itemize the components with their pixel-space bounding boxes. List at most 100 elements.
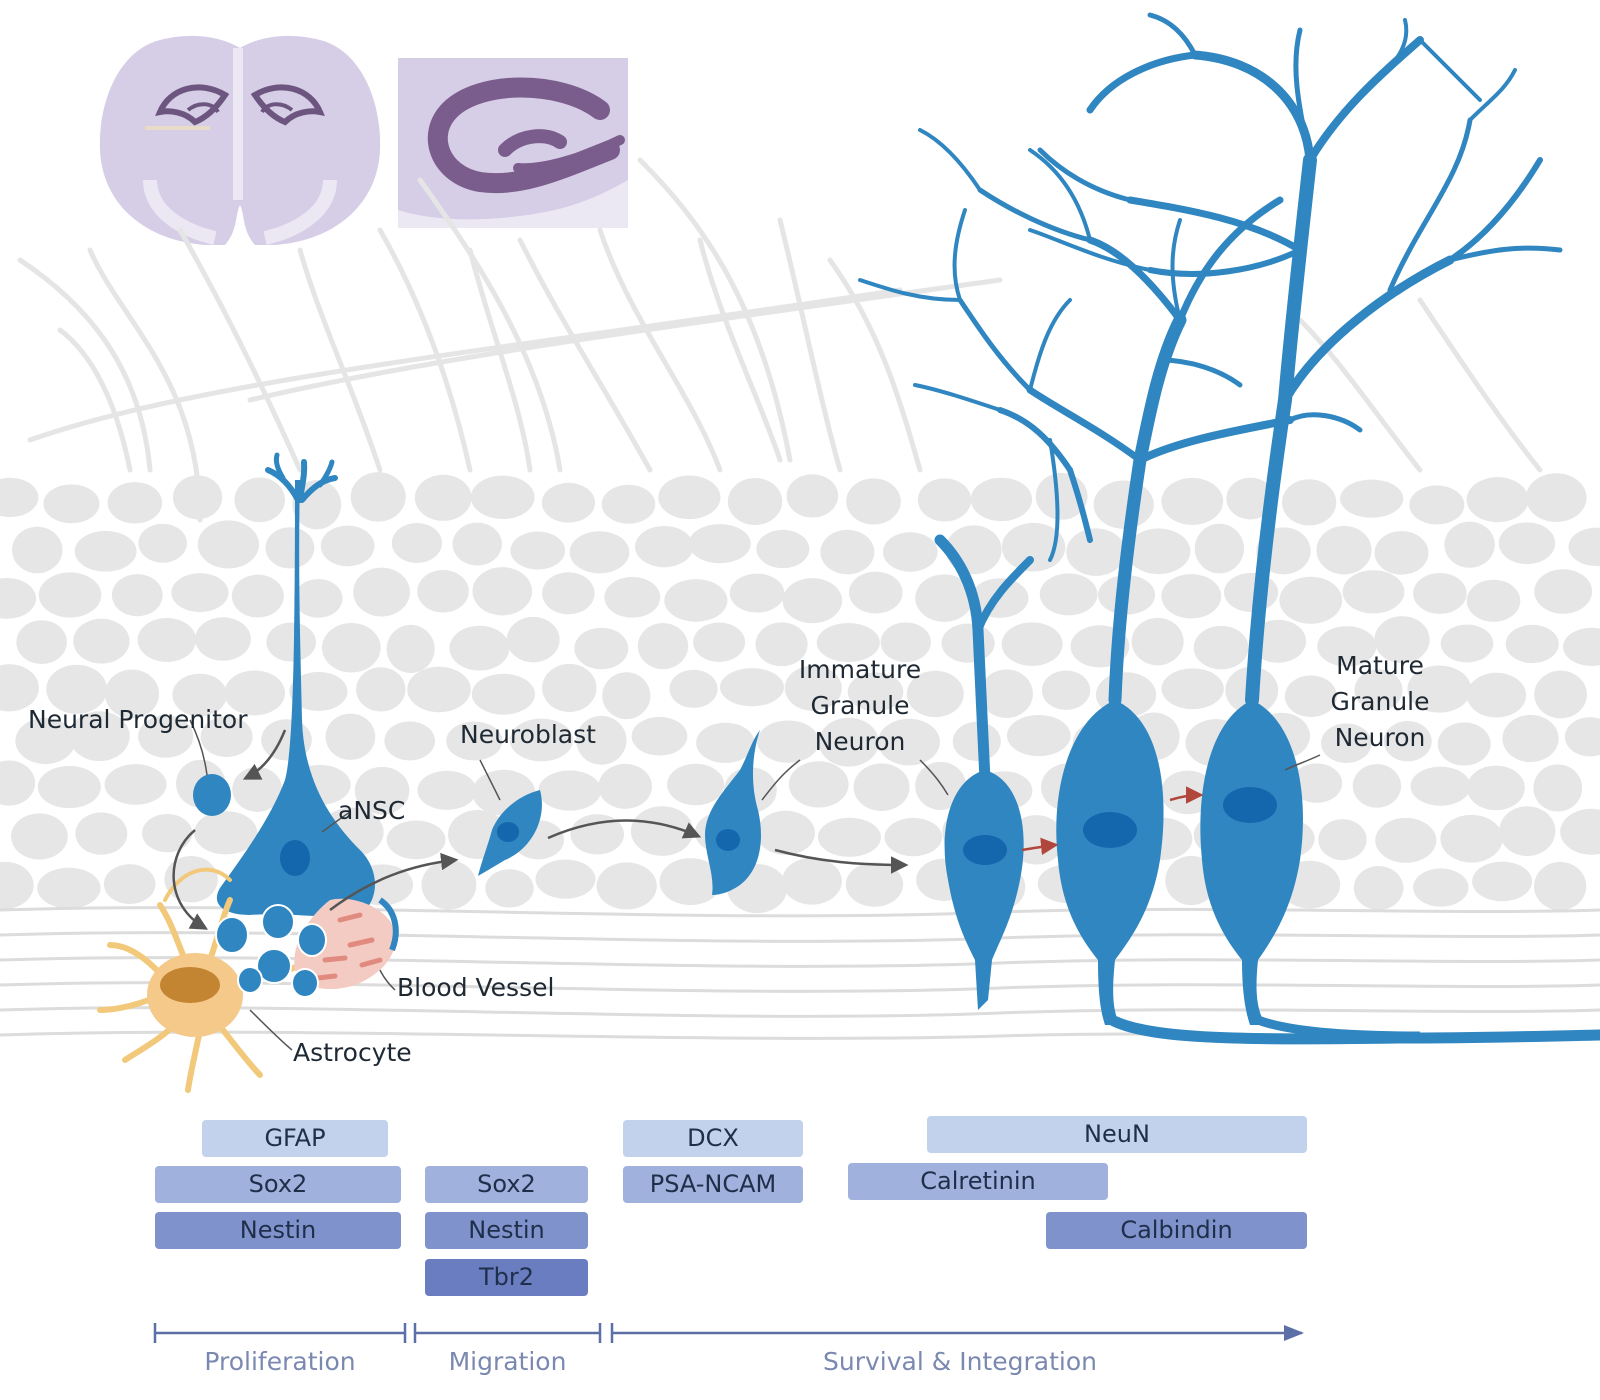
granule-cell <box>354 766 410 815</box>
granule-cell <box>1224 572 1279 612</box>
granule-cell <box>1126 528 1191 575</box>
granule-cell <box>350 472 406 522</box>
granule-cell <box>224 670 286 716</box>
maturation-arrows <box>1021 786 1204 856</box>
granule-cell <box>820 529 875 575</box>
granule-cell <box>696 722 755 764</box>
granule-cell <box>69 711 130 762</box>
granule-cell <box>970 477 1033 522</box>
granule-cell <box>1193 625 1249 670</box>
granule-cell <box>688 524 751 564</box>
granule-cell <box>1498 522 1556 565</box>
granule-cell <box>980 669 1033 718</box>
granule-cell <box>37 867 101 909</box>
granule-cell <box>604 576 661 618</box>
background-dendrites <box>17 157 1543 523</box>
granule-cell <box>294 579 343 618</box>
phase-migration: Migration <box>448 1347 567 1376</box>
granule-cell <box>1342 570 1405 614</box>
granule-cell <box>506 616 560 663</box>
granule-cell <box>1317 626 1377 667</box>
granule-cell <box>1316 525 1372 575</box>
granule-cell <box>598 763 653 809</box>
dendrite-trees <box>858 12 1563 786</box>
granule-cell <box>1502 714 1559 763</box>
granule-cell <box>421 860 477 910</box>
granule-cell <box>197 520 260 569</box>
granule-cell <box>1039 573 1098 616</box>
granule-cell <box>884 817 943 857</box>
granule-cell <box>569 531 630 574</box>
granule-cell <box>915 574 974 622</box>
progenitor-cluster <box>215 904 327 998</box>
granule-cell <box>1505 624 1559 664</box>
granule-cell <box>195 617 251 661</box>
granule-cell <box>1560 808 1600 855</box>
granule-cell <box>104 669 160 719</box>
granule-cell <box>846 478 901 525</box>
granule-cell <box>1321 723 1372 763</box>
label-ansc: aNSC <box>338 796 406 825</box>
granule-cell <box>38 572 102 618</box>
granule-cell <box>446 721 503 761</box>
marker-neun: NeuN <box>927 1116 1307 1153</box>
granule-cell <box>667 763 725 806</box>
phase-survival-integration: Survival & Integration <box>823 1347 1097 1376</box>
granule-cell <box>882 532 938 572</box>
granule-cell <box>325 713 376 760</box>
marker-tbr2: Tbr2 <box>425 1259 588 1296</box>
granule-cell <box>786 474 839 518</box>
marker-sox2-migration: Sox2 <box>425 1166 588 1203</box>
granule-cell <box>231 574 284 618</box>
granule-cell <box>16 620 67 664</box>
granule-cell <box>104 764 167 805</box>
granule-cell <box>601 484 656 524</box>
granule-cell <box>471 673 535 715</box>
granule-cell <box>816 622 880 663</box>
marker-nestin-proliferation: Nestin <box>155 1212 401 1249</box>
granule-cell <box>138 523 187 563</box>
granule-cell <box>1466 672 1527 718</box>
granule-cell <box>171 573 229 613</box>
coronal-brain-section <box>99 35 381 246</box>
marker-psa-ncam: PSA-NCAM <box>623 1166 803 1203</box>
granule-cell <box>200 716 253 758</box>
granule-cell <box>43 484 100 524</box>
marker-nestin-migration: Nestin <box>425 1212 588 1249</box>
label-immature-granule-neuron: Immature Granule Neuron <box>798 655 922 756</box>
granule-cell <box>596 862 657 910</box>
granule-cell <box>1409 485 1465 525</box>
granule-cell <box>906 670 964 718</box>
granule-cell <box>1375 817 1437 863</box>
granule-cell <box>1041 670 1091 711</box>
granule-cell <box>11 813 68 860</box>
granule-cell <box>1279 576 1343 624</box>
marker-calretinin: Calretinin <box>848 1163 1108 1200</box>
granule-cell <box>1161 477 1224 525</box>
astrocyte-cell <box>97 867 303 1093</box>
granule-cell <box>756 810 816 855</box>
granule-cell <box>1534 670 1587 719</box>
granule-cell <box>1499 806 1556 857</box>
granule-cell <box>449 625 510 671</box>
granule-cell <box>1440 814 1503 863</box>
granule-cell <box>664 579 728 622</box>
granule-cell <box>727 477 783 526</box>
label-neural-progenitor: Neural Progenitor <box>28 705 248 734</box>
granule-cell <box>75 812 128 855</box>
granule-cell <box>729 573 785 613</box>
granule-cell <box>1282 479 1337 526</box>
granule-cell <box>570 814 625 855</box>
granule-cell <box>386 820 446 860</box>
granule-cell <box>848 571 903 614</box>
granule-cell <box>1353 866 1404 910</box>
granule-cell <box>1383 720 1432 762</box>
granule-cell <box>407 666 471 713</box>
granule-cell <box>1534 861 1587 911</box>
granule-cell <box>470 475 535 519</box>
granule-cell <box>952 721 1001 761</box>
granule-cell <box>669 669 718 708</box>
phase-proliferation: Proliferation <box>204 1347 356 1376</box>
granule-cell <box>630 806 694 856</box>
